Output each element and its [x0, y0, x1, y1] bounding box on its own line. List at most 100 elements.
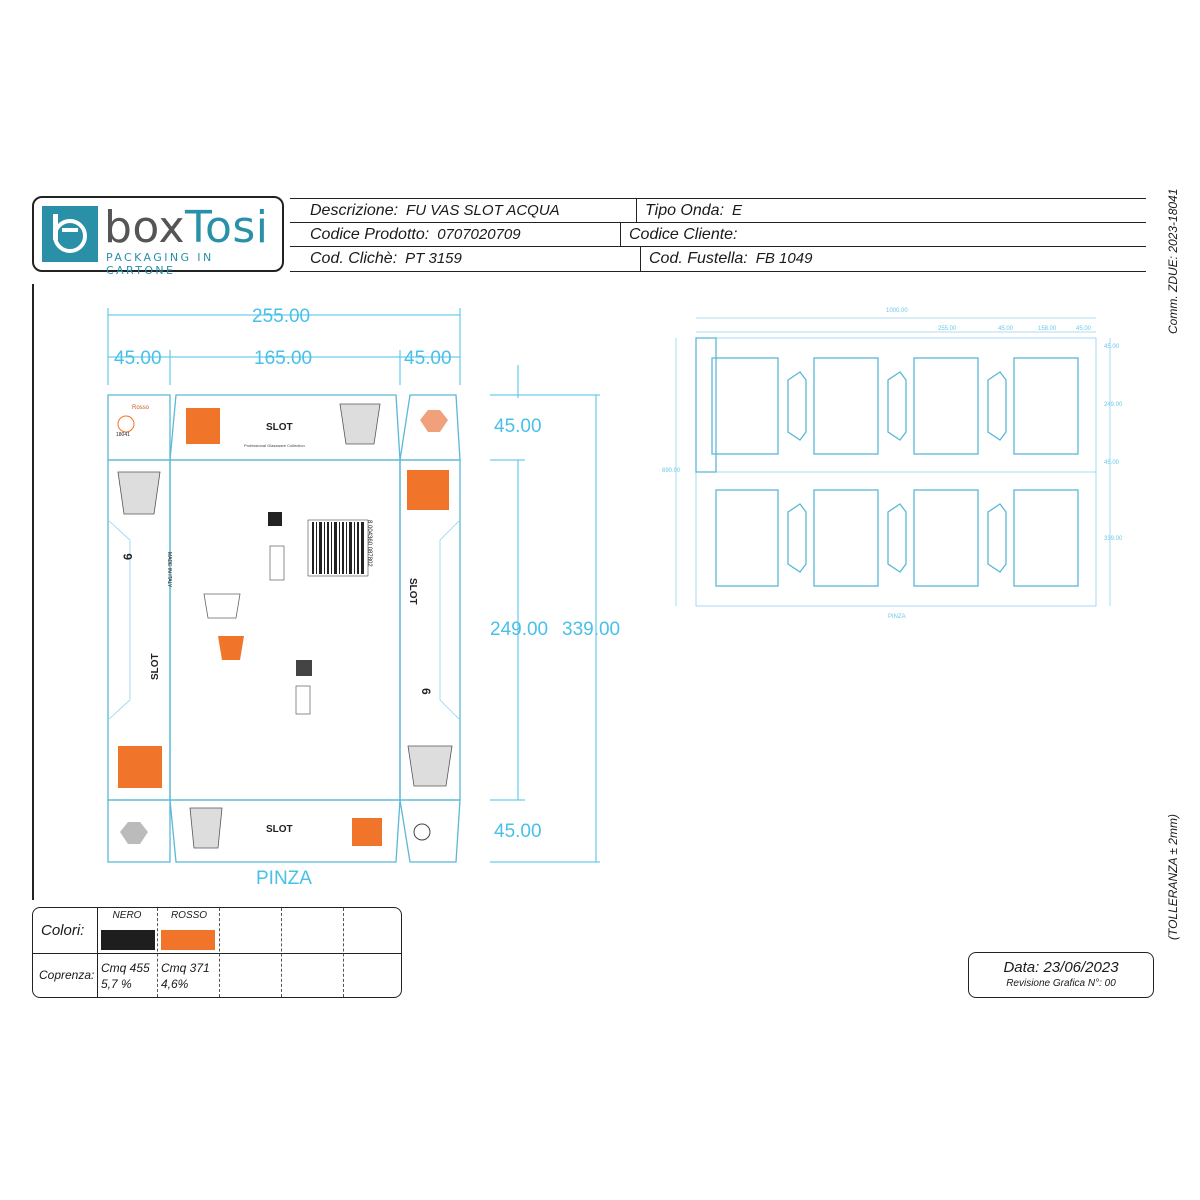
dim-total-width: 255.00	[252, 306, 310, 327]
sheet-h-a: 45.00	[1104, 344, 1120, 350]
coverage-nero-cmq: Cmq 455	[101, 961, 150, 975]
colors-title: Colori:	[41, 922, 85, 939]
header-row-2: Codice Prodotto: 0707020709 Codice Client…	[290, 223, 1146, 247]
descrizione-label: Descrizione:	[310, 202, 399, 219]
made-in-left: MADE IN ITALY	[166, 552, 172, 588]
box-dieline	[107, 394, 461, 863]
sheet-w-c: 158.00	[1038, 326, 1057, 332]
sheet-cell-8	[1013, 489, 1079, 587]
dim-height-total: 339.00	[562, 619, 620, 640]
sheet-cell-6	[813, 489, 879, 587]
dieline-drawing: 255.00 45.00 165.00 45.00 45.00 249.00 3…	[107, 306, 1123, 889]
header-row-3: Cod. Clichè: PT 3159 Cod. Fustella: FB 104…	[290, 247, 1146, 271]
color-name-rosso: ROSSO	[170, 910, 208, 921]
sheet-cells	[695, 337, 1079, 587]
dimension-lines	[107, 308, 600, 863]
cod-fustella-value: FB 1049	[755, 250, 813, 267]
date-label: Data:	[1003, 959, 1040, 976]
sheet-cell-1	[715, 357, 779, 455]
date-line: Data: 23/06/2023	[969, 959, 1153, 976]
brand-logo-bottom	[352, 818, 382, 846]
qty-right: 6	[419, 688, 433, 695]
barcode-bars	[312, 522, 364, 574]
color-swatch-nero	[101, 930, 155, 950]
colors-col-line-4	[343, 908, 344, 997]
rosso-note: Rosso	[132, 405, 150, 411]
qty-left: 6	[121, 553, 135, 560]
sheet-h-b: 249.00	[1104, 402, 1123, 408]
brand-logo-right	[407, 470, 449, 510]
barcode-number: 8 004360 087802	[366, 520, 372, 567]
colors-col-line-2	[219, 908, 220, 997]
color-name-nero: NERO	[112, 910, 142, 921]
coverage-nero: Cmq 455 5,7 %	[101, 960, 150, 992]
sheet-w-b: 45.00	[998, 326, 1014, 332]
sheet-cell-left-top	[695, 337, 717, 473]
colors-col-divider	[97, 908, 98, 997]
glass-orange-icon	[218, 636, 244, 660]
glass-image-bottom	[189, 807, 223, 849]
dim-flap-left: 45.00	[114, 348, 162, 369]
brand-logo-bottom-left	[118, 746, 162, 788]
glass-image-top	[339, 403, 381, 445]
spec-header: Descrizione: FU VAS SLOT ACQUA Tipo Onda:…	[290, 198, 1146, 272]
colors-row-divider	[33, 953, 401, 954]
sheet-slot-4	[787, 503, 807, 573]
sheet-slot-2	[887, 371, 907, 441]
tipo-onda-cell: Tipo Onda: E	[636, 199, 1146, 223]
symbols-block	[269, 545, 285, 581]
codice-cliente-cell: Codice Cliente:	[620, 223, 1146, 247]
product-name-left: SLOT	[150, 653, 161, 680]
date-box: Data: 23/06/2023 Revisione Grafica N°: 0…	[968, 952, 1154, 998]
colors-table: Colori: Coprenza: NERO Cmq 455 5,7 % ROS…	[32, 907, 402, 998]
sheet-h-total: 690.00	[662, 468, 681, 474]
sheet-h-d: 339.00	[1104, 536, 1123, 542]
colors-col-line-1	[157, 908, 158, 997]
sheet-h-c: 45.00	[1104, 460, 1120, 466]
descrizione-value: FU VAS SLOT ACQUA	[406, 202, 560, 219]
codice-prodotto-cell: Codice Prodotto: 0707020709	[290, 223, 620, 247]
sheet-slot-3	[987, 371, 1007, 441]
sheet-cell-2	[813, 357, 879, 455]
boxtosi-logo: boxTosi PACKAGING IN CARTONE	[32, 196, 284, 277]
coverage-rosso: Cmq 371 4,6%	[161, 960, 210, 992]
code-small-top: 18041	[116, 432, 130, 438]
flap-bottom-right	[399, 799, 461, 863]
product-name-bottom: SLOT	[266, 824, 293, 835]
sheet-w-total: 1000.00	[886, 308, 908, 314]
sheet-layout: 1000.00 255.00 45.00 158.00 45.00 45.00 …	[662, 308, 1123, 620]
tipo-onda-label: Tipo Onda:	[645, 202, 725, 219]
color-swatch-rosso	[161, 930, 215, 950]
glass-image-left	[117, 471, 161, 515]
sheet-cell-7	[913, 489, 979, 587]
cod-cliche-value: PT 3159	[405, 250, 462, 267]
sheet-slot-1	[787, 371, 807, 441]
logo-wordmark-box: box	[104, 202, 186, 253]
artwork: SLOT Professional Glassware Collection R…	[116, 403, 453, 849]
sheet-w-a: 255.00	[938, 326, 957, 332]
fold-notch-right	[439, 519, 461, 721]
registration-mark-icon	[413, 823, 431, 841]
codice-prodotto-label: Codice Prodotto:	[310, 226, 430, 243]
date-value: 23/06/2023	[1043, 959, 1119, 976]
pinza-label: PINZA	[256, 868, 312, 889]
hexagon-bottom-left	[120, 822, 148, 844]
sheet-cell-5	[715, 489, 779, 587]
tipo-onda-value: E	[732, 202, 743, 219]
hexagon-top-right	[420, 410, 448, 432]
cod-cliche-cell: Cod. Clichè: PT 3159	[290, 247, 640, 271]
cod-cliche-label: Cod. Clichè:	[310, 250, 398, 267]
logo-tagline: PACKAGING IN CARTONE	[106, 251, 214, 277]
cod-fustella-label: Cod. Fustella:	[649, 250, 748, 267]
frame-left-line	[32, 284, 34, 900]
flap-bottom-left	[107, 799, 171, 863]
codice-prodotto-value: 0707020709	[437, 226, 521, 243]
dim-height-mid: 249.00	[490, 619, 548, 640]
commessa-text: Comm. ZDUE: 2023-18041	[1166, 188, 1180, 334]
sheet-cell-4	[1013, 357, 1079, 455]
dim-height-bottom: 45.00	[494, 821, 542, 842]
logo-wordmark-tosi: Tosi	[185, 202, 269, 253]
product-name-top: SLOT	[266, 422, 293, 433]
glass-outline-icon	[203, 593, 241, 619]
coverage-nero-pct: 5,7 %	[101, 977, 132, 991]
